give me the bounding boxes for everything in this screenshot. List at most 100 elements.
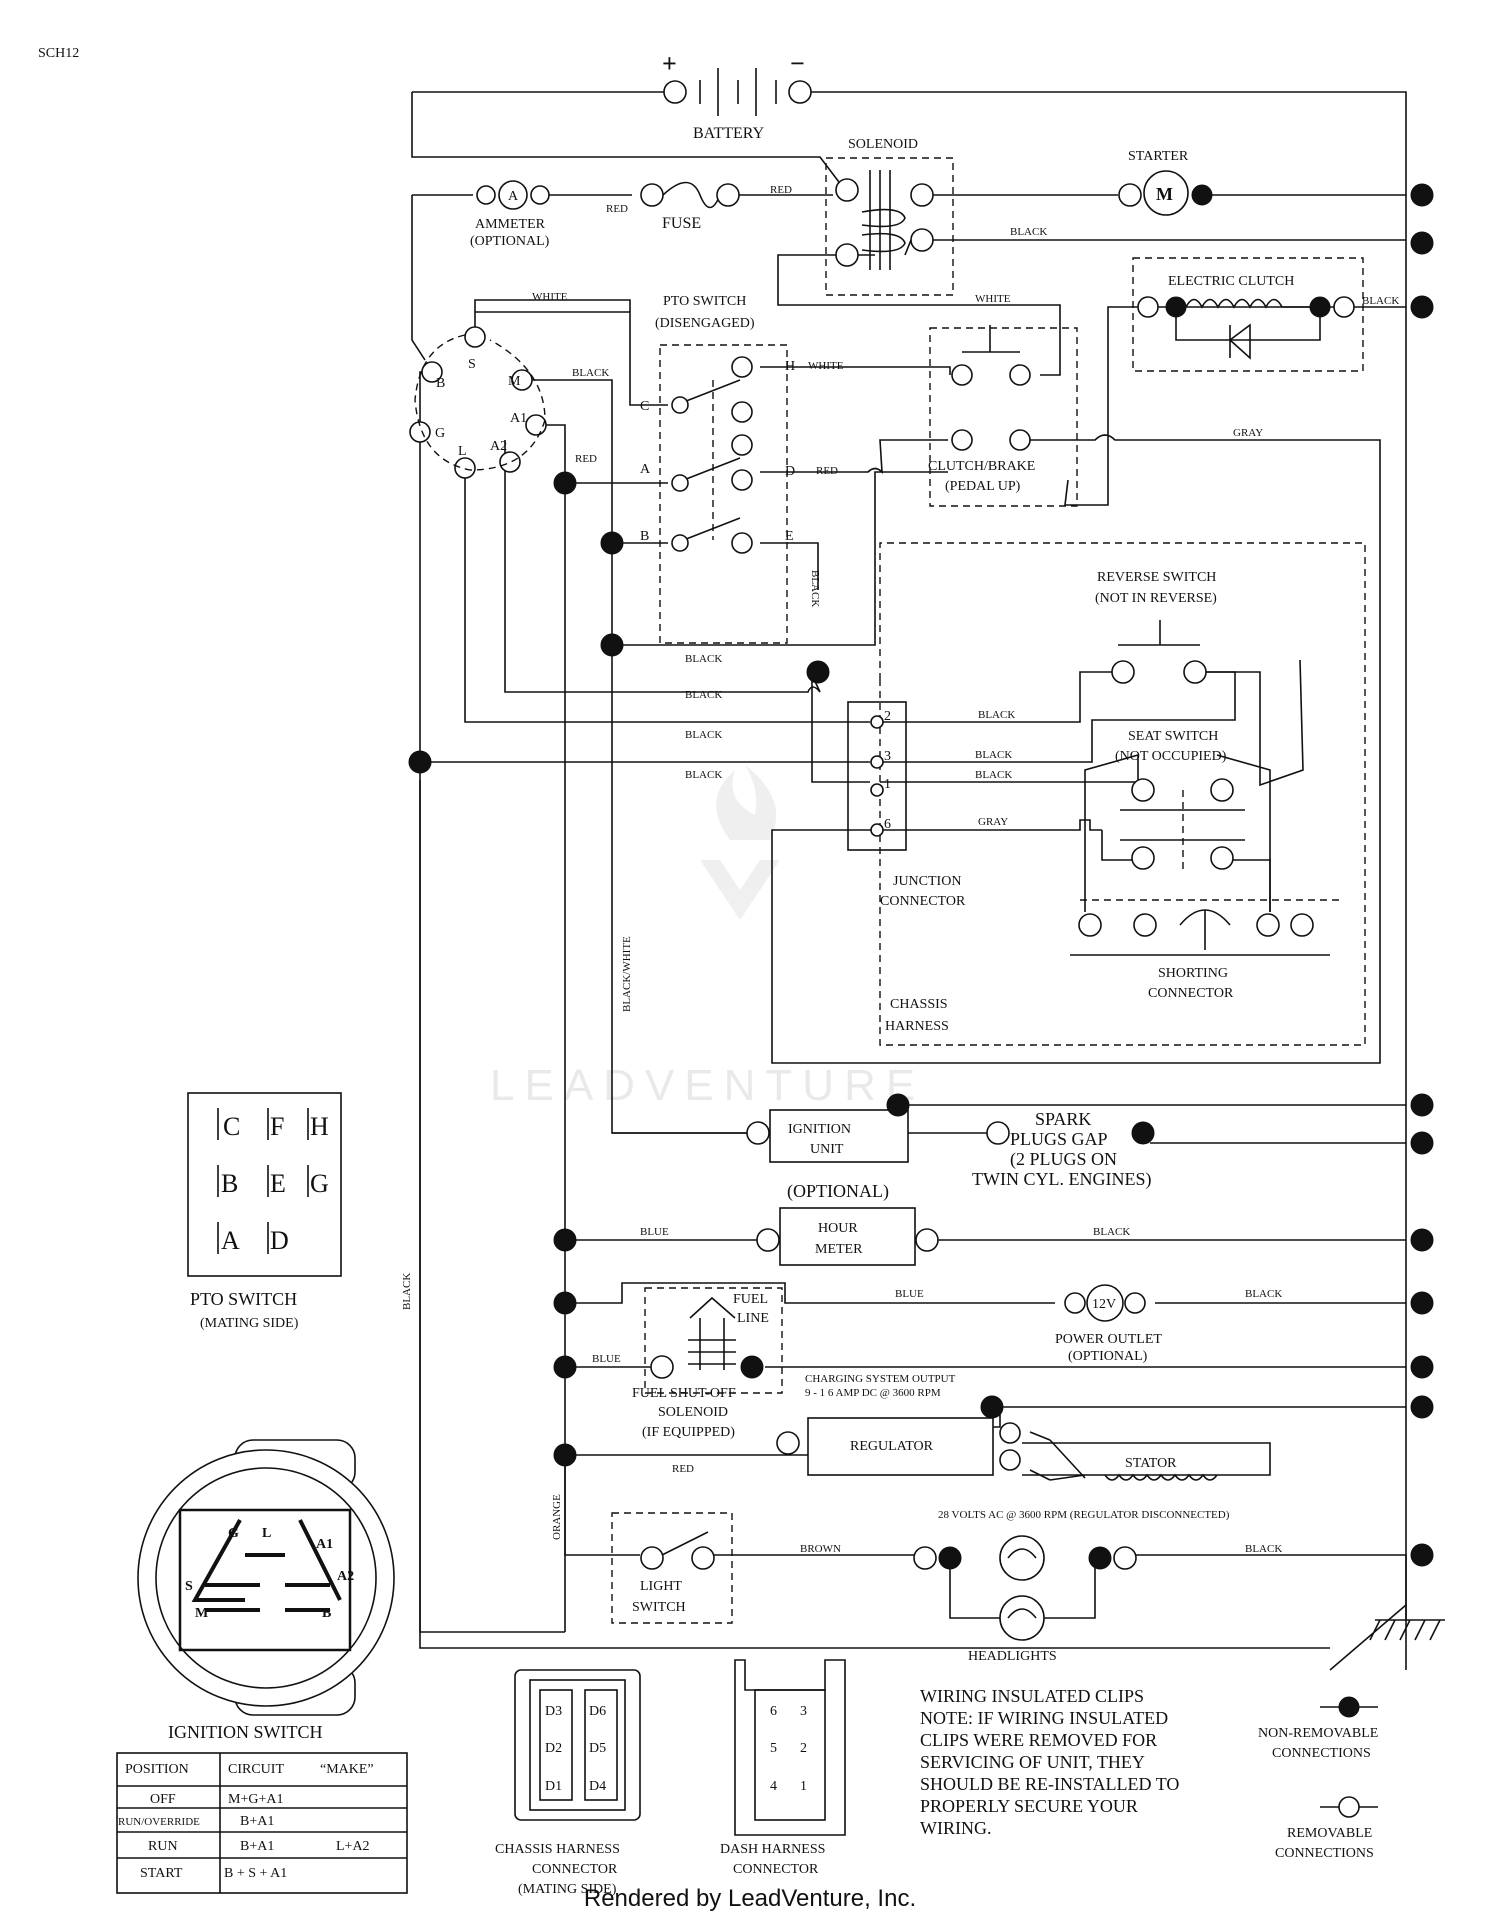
pto-mating-b: B: [221, 1169, 238, 1198]
stator-label: STATOR: [1125, 1456, 1177, 1471]
seat-switch: SEAT SWITCH (NOT OCCUPIED): [1115, 729, 1245, 870]
wire-label-black-f: BLACK: [975, 749, 1012, 761]
clutch-brake-label: CLUTCH/BRAKE: [928, 459, 1035, 474]
dashed-groups: [611, 157, 1366, 1624]
note-title: WIRING INSULATED CLIPS: [920, 1686, 1144, 1706]
dash-pin-1: 1: [800, 1779, 807, 1794]
wire-label-orange: ORANGE: [551, 1494, 563, 1540]
ign-face-a2: A2: [337, 1569, 354, 1584]
ign-face-s: S: [185, 1579, 193, 1594]
dash-pin-4: 4: [770, 1779, 777, 1794]
dash-pin-2: 2: [800, 1741, 807, 1756]
note-line-3: SERVICING OF UNIT, THEY: [920, 1752, 1145, 1772]
chassis-pin-d1: D1: [545, 1779, 562, 1794]
ign-term-l: L: [458, 444, 467, 459]
light-switch-label: LIGHT: [640, 1579, 682, 1594]
note-line-5: PROPERLY SECURE YOUR: [920, 1796, 1138, 1816]
battery-minus-sign: −: [790, 49, 805, 78]
pto-mating-title: PTO SWITCH: [190, 1289, 297, 1309]
table-row-start-circuit: B + S + A1: [224, 1866, 287, 1881]
reverse-state: (NOT IN REVERSE): [1095, 591, 1217, 606]
chassis-harness-label-2: HARNESS: [885, 1019, 949, 1034]
light-switch: LIGHT SWITCH: [632, 1531, 715, 1615]
wire-label-black-left: BLACK: [401, 1273, 413, 1310]
electric-clutch-label: ELECTRIC CLUTCH: [1168, 274, 1294, 289]
pto-term-h: H: [785, 359, 795, 374]
reverse-label: REVERSE SWITCH: [1097, 570, 1216, 585]
wire-label-black-lights: BLACK: [1245, 1543, 1282, 1555]
table-row-off-position: OFF: [150, 1792, 176, 1807]
wire-label-black-c: BLACK: [685, 729, 722, 741]
junction-label: JUNCTION: [893, 874, 961, 889]
pto-mating-g: G: [310, 1169, 329, 1198]
fss-label-1: FUEL SHUT-OFF: [632, 1386, 736, 1401]
wire-label-white-2: WHITE: [532, 291, 568, 303]
note-line-6: WIRING.: [920, 1818, 991, 1838]
ignition-unit: IGNITION UNIT SPARK PLUGS GAP (2 PLUGS O…: [746, 1109, 1155, 1190]
legend-removable-symbol: [1338, 1796, 1360, 1818]
ignition-switch-face: G L A1 S A2 M B IGNITION SWITCH: [137, 1439, 395, 1742]
note-line-4: SHOULD BE RE-INSTALLED TO: [920, 1774, 1179, 1794]
pto-label: PTO SWITCH: [663, 294, 746, 309]
reverse-switch: REVERSE SWITCH (NOT IN REVERSE): [1095, 570, 1217, 684]
ign-face-g: G: [228, 1526, 239, 1541]
ign-term-a1: A1: [510, 411, 527, 426]
ign-term-m: M: [508, 374, 521, 389]
pto-state: (DISENGAGED): [655, 316, 755, 331]
note-line-2: CLIPS WERE REMOVED FOR: [920, 1730, 1157, 1750]
wire-label-red-2: RED: [770, 184, 792, 196]
dash-pin-3: 3: [800, 1704, 807, 1719]
chassis-connector-label-1: CHASSIS HARNESS: [495, 1842, 620, 1857]
pto-mating-e: E: [270, 1169, 286, 1198]
chassis-harness-connector: D3 D2 D1 D6 D5 D4 CHASSIS HARNESS CONNEC…: [495, 1669, 641, 1897]
power-outlet-label: POWER OUTLET: [1055, 1332, 1162, 1347]
shorting-label: SHORTING: [1158, 966, 1228, 981]
seat-state: (NOT OCCUPIED): [1115, 749, 1227, 764]
spark-label-4: TWIN CYL. ENGINES): [972, 1169, 1151, 1190]
legend-nonremovable-1: NON-REMOVABLE: [1258, 1726, 1378, 1741]
spark-label-3: (2 PLUGS ON: [1010, 1149, 1117, 1170]
wire-label-black-solenoid: BLACK: [1010, 226, 1047, 238]
pto-term-a: A: [640, 462, 651, 477]
shorting-connector: SHORTING CONNECTOR: [1070, 909, 1330, 1001]
power-outlet-optional: (OPTIONAL): [1068, 1349, 1148, 1364]
wire-label-blue-1: BLUE: [640, 1226, 669, 1238]
hour-meter-optional: (OPTIONAL): [787, 1181, 889, 1202]
chassis-pin-d2: D2: [545, 1741, 562, 1756]
seat-label: SEAT SWITCH: [1128, 729, 1218, 744]
ignition-switch-table: POSITION CIRCUIT “MAKE” OFF M+G+A1 RUN/O…: [116, 1752, 408, 1894]
starter: STARTER M: [1118, 149, 1213, 216]
dash-pin-6: 6: [770, 1704, 777, 1719]
watermark: LEADVENTURE: [490, 765, 915, 1110]
legend-removable-1: REMOVABLE: [1287, 1826, 1372, 1841]
wire-label-black-m: BLACK: [572, 367, 609, 379]
ign-face-l: L: [262, 1526, 271, 1541]
pto-mating-c: C: [223, 1112, 240, 1141]
fuel-line-label: FUEL: [733, 1292, 768, 1307]
light-switch-label-2: SWITCH: [632, 1600, 686, 1615]
wire-label-black-e: BLACK: [809, 570, 821, 607]
chassis-pin-d3: D3: [545, 1704, 562, 1719]
ign-face-b: B: [322, 1606, 331, 1621]
fuel-line: FUEL LINE: [688, 1292, 769, 1370]
starter-motor-symbol: M: [1156, 184, 1173, 204]
battery: + − BATTERY: [662, 49, 812, 142]
wire-label-black-g: BLACK: [975, 769, 1012, 781]
pto-mating-d: D: [270, 1226, 289, 1255]
table-row-run-circuit: B+A1: [240, 1839, 274, 1854]
pto-mating-h: H: [310, 1112, 329, 1141]
charging-label-2: 9 - 1 6 AMP DC @ 3600 RPM: [805, 1387, 941, 1399]
wire-label-black-e2: BLACK: [978, 709, 1015, 721]
ammeter-label: AMMETER: [475, 217, 546, 232]
pto-term-e: E: [785, 529, 794, 544]
battery-terminal-positive: [663, 80, 687, 104]
junction-pin-3: 3: [884, 749, 891, 764]
ignition-unit-label: IGNITION: [788, 1122, 851, 1137]
wire-label-white-1: WHITE: [975, 293, 1011, 305]
chassis-pin-d4: D4: [589, 1779, 606, 1794]
fss-label-2: SOLENOID: [658, 1405, 728, 1420]
wire-label-black-d: BLACK: [685, 769, 722, 781]
wire-label-blue-2: BLUE: [895, 1288, 924, 1300]
power-outlet: 12V POWER OUTLET (OPTIONAL): [1055, 1284, 1162, 1364]
wire-label-black-hour: BLACK: [1093, 1226, 1130, 1238]
